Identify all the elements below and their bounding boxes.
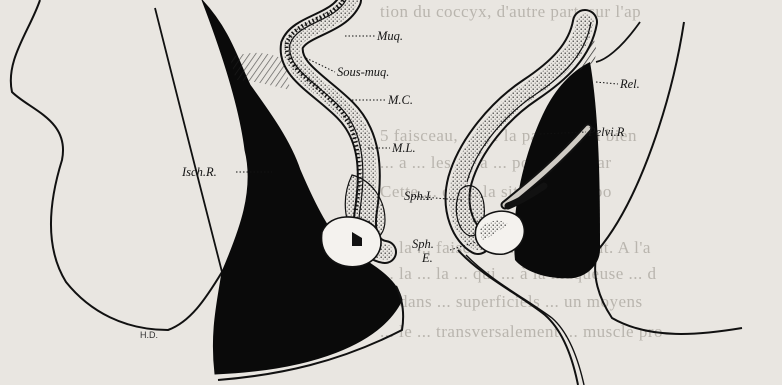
- label-e: E.: [421, 251, 433, 265]
- artist-signature: H.D.: [140, 330, 158, 340]
- label-mc: M.C.: [387, 93, 413, 107]
- label-sph-i: Sph.I.: [404, 189, 433, 203]
- left-section: H.D.: [11, 0, 403, 380]
- isch-r-fossa-line: [155, 8, 222, 272]
- label-rel: Rel.: [619, 77, 640, 91]
- label-ml: M.L.: [391, 141, 416, 155]
- right-fossa-line: [596, 22, 640, 62]
- right-skin-outline: [595, 22, 742, 334]
- label-isch-r: Isch.R.: [181, 165, 217, 179]
- label-sph: Sph.: [412, 237, 434, 251]
- label-muq: Muq.: [376, 29, 403, 43]
- left-external-sphincter: [322, 217, 382, 267]
- right-section: [456, 22, 742, 385]
- label-pelvi-r: Pelvi.R: [587, 125, 625, 139]
- label-sous-muq: Sous-muq.: [337, 65, 389, 79]
